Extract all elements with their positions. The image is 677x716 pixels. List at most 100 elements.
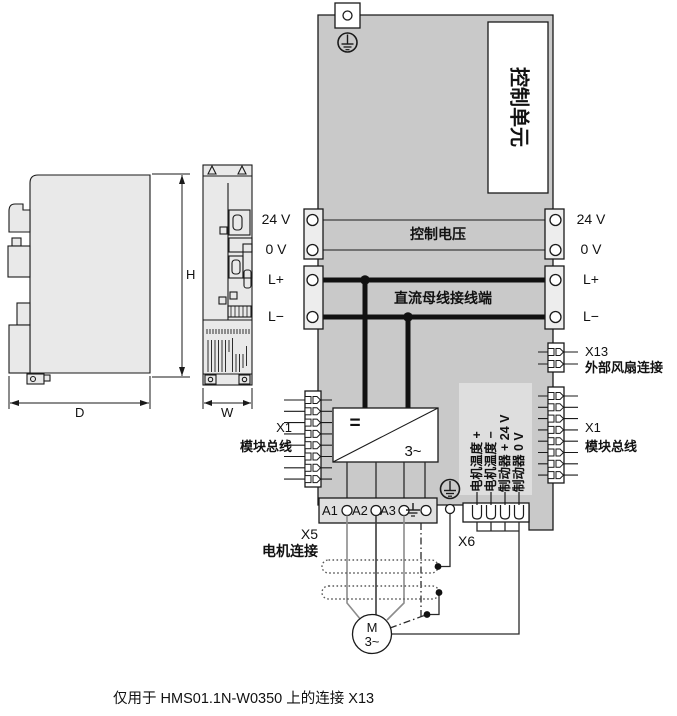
- x6-panel: [459, 383, 532, 495]
- phase-wire-a1: [346, 515, 362, 621]
- x1-left-id: X1: [276, 420, 292, 435]
- front-connector: [218, 296, 227, 305]
- x1-right-connector: X1 模块总线: [538, 386, 637, 484]
- front-connector: [229, 291, 238, 300]
- front-connector: [219, 226, 228, 235]
- x6-pin-label-4: 制动器 0 V: [511, 432, 526, 492]
- terminal: [306, 243, 319, 257]
- terminal: [420, 504, 432, 517]
- control-voltage-section: 控制电压 24 V 0 V 24 V 0 V: [262, 208, 606, 260]
- terminal-label-left-0v: 0 V: [265, 241, 287, 257]
- x6-id: X6: [458, 533, 475, 549]
- mounting-step: [8, 324, 31, 374]
- mounting-step: [16, 302, 31, 326]
- control-voltage-label: 控制电压: [410, 226, 466, 242]
- shield-terminal: [444, 503, 456, 515]
- front-connector: [243, 269, 252, 289]
- terminal-label-right-lplus: L+: [583, 271, 599, 287]
- terminal: [549, 243, 562, 257]
- top-clip: [207, 164, 217, 175]
- terminal: [306, 213, 319, 227]
- x1-right-housing: [547, 386, 565, 484]
- terminal: [306, 273, 319, 287]
- height-dimension-label: H: [186, 267, 195, 282]
- foot: [204, 374, 217, 385]
- side-view-body: [29, 174, 151, 374]
- depth-dimension-label: D: [75, 405, 84, 420]
- x1-left-housing: [304, 390, 322, 488]
- terminal: [341, 504, 353, 517]
- foot: [238, 374, 251, 385]
- brake-wire: [391, 531, 520, 635]
- width-dimension-label: W: [221, 405, 234, 420]
- ribbon-connector: [227, 305, 252, 318]
- front-connector: [232, 214, 243, 231]
- shield-bond-wire: [438, 513, 451, 568]
- inverter-dc-symbol: =: [349, 413, 360, 434]
- x13-label: 外部风扇连接: [584, 360, 663, 375]
- terminal-a2-label: A2: [352, 503, 368, 518]
- x1-right-id: X1: [585, 420, 601, 435]
- front-connector: [242, 243, 253, 279]
- control-unit-label: 控制单元: [508, 67, 532, 147]
- clip-tab: [43, 374, 51, 382]
- terminal-a3-label: A3: [380, 503, 396, 518]
- x6-bracket: [476, 522, 520, 532]
- figure-caption: 仅用于 HMS01.1N-W0350 上的连接 X13: [113, 690, 374, 707]
- cable-shield-loop: [321, 585, 440, 600]
- junction-dot: [434, 563, 442, 570]
- mounting-hook: [7, 245, 31, 278]
- terminal-a1-label: A1: [322, 503, 338, 518]
- x6-connector: [391, 491, 530, 635]
- foot-hole: [207, 376, 214, 383]
- x5-label: 电机连接: [262, 543, 318, 559]
- terminal-label-right-lminus: L−: [583, 308, 599, 324]
- terminal: [549, 273, 562, 287]
- vent-grille: [206, 329, 250, 372]
- x6-pin-label-1: 电机温度 +: [469, 431, 484, 492]
- junction-dot: [435, 589, 443, 596]
- mounting-hook: [11, 237, 22, 247]
- dc-bus-section: 直流母线接线端 L+ L− L+ L−: [268, 265, 599, 410]
- x13-connector: X13 外部风扇连接: [538, 342, 663, 375]
- terminal: [549, 310, 562, 324]
- pe-wire-dashdot: [389, 613, 428, 629]
- junction-dot: [423, 611, 431, 618]
- terminal: [549, 213, 562, 227]
- clip-hole: [29, 375, 37, 383]
- x6-pin-label-2: 电机温度 −: [483, 431, 498, 492]
- x1-left-connector: X1 模块总线: [240, 390, 332, 488]
- motor-terminal-strip: A1 A2 A3: [318, 478, 461, 524]
- bus-pin-icon: [547, 360, 564, 368]
- terminal-label-left-24v: 24 V: [262, 211, 291, 227]
- terminal-label-right-24v: 24 V: [577, 211, 606, 227]
- junction-dot: [360, 275, 370, 285]
- motor-cable-section: M 3~: [321, 513, 451, 655]
- inverter-ac-symbol: 3~: [404, 443, 421, 460]
- control-unit-box: [487, 21, 549, 194]
- terminal-label-left-lplus: L+: [268, 271, 284, 287]
- foot-hole: [241, 376, 248, 383]
- x1-right-label: 模块总线: [585, 439, 637, 454]
- junction-dot: [403, 312, 413, 322]
- ribbon-hatching: [230, 306, 248, 317]
- front-connector: [231, 259, 241, 275]
- top-clip: [237, 164, 247, 175]
- inverter-block: = 3~: [332, 407, 439, 500]
- x6-pin-label-3: 制动器 + 24 V: [497, 414, 512, 492]
- tab-hole: [342, 10, 353, 21]
- motor-phases: 3~: [365, 634, 380, 649]
- mounting-hook: [8, 203, 31, 233]
- terminal-label-left-lminus: L−: [268, 308, 284, 324]
- shield-bond-wire: [427, 592, 440, 616]
- phase-wire-a3: [386, 515, 405, 621]
- motor-symbol: [351, 613, 393, 655]
- front-connector: [228, 209, 251, 236]
- terminal-label-right-0v: 0 V: [580, 241, 602, 257]
- x1-left-label: 模块总线: [240, 439, 292, 454]
- side-view-drawing: H D: [7, 173, 195, 420]
- dc-bus-label: 直流母线接线端: [394, 290, 492, 306]
- bus-pin-icon: [547, 348, 564, 356]
